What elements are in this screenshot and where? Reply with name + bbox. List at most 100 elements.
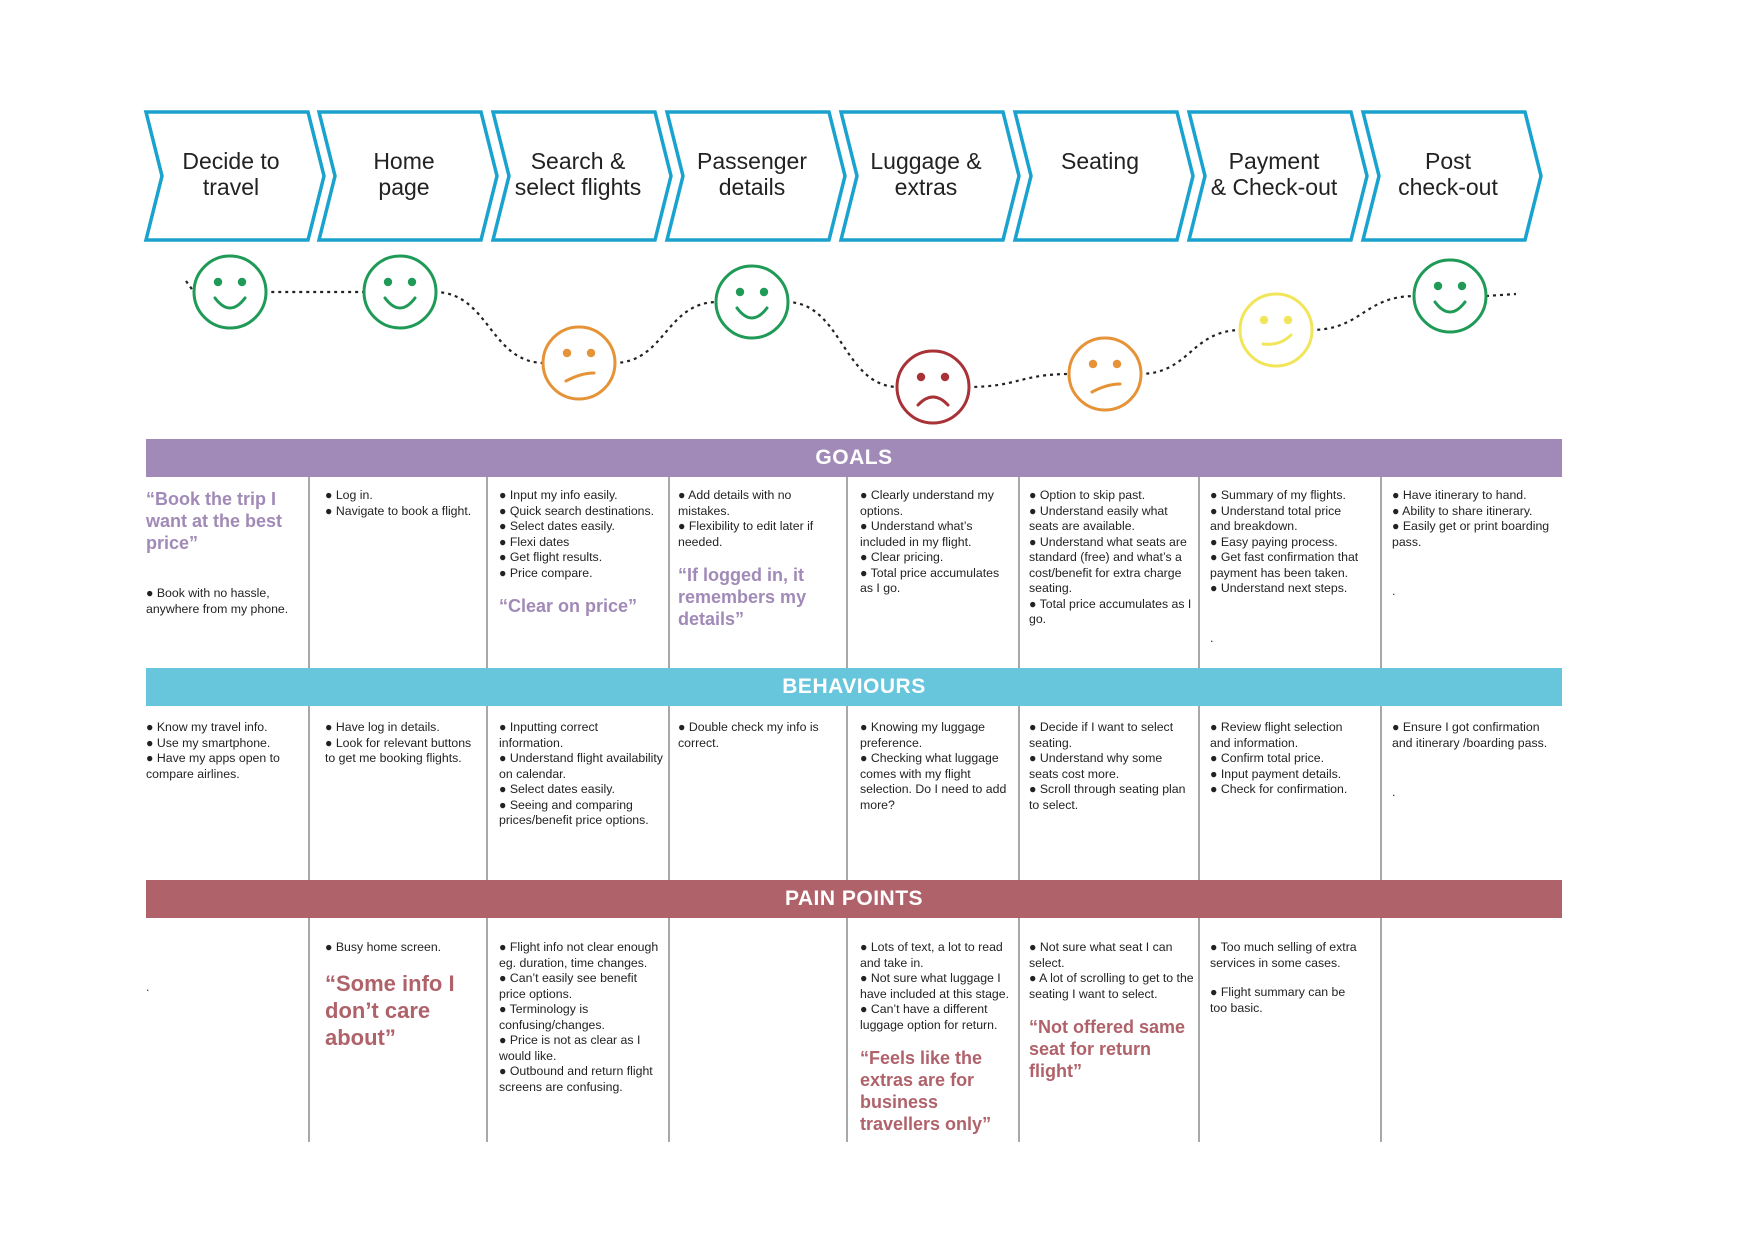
list-item: ● Summary of my flights. [1210,488,1346,502]
behaviours-cell: ● Ensure I got confirmation and itinerar… [1392,720,1552,801]
column-divider [1198,477,1200,668]
list-item: ● Understand total price and breakdown. [1210,503,1342,534]
behaviours-cell: ● Knowing my luggage preference.● Checki… [860,720,1015,813]
list-item: ● Understand next steps. [1210,581,1348,595]
stage-label: Post check-out [1398,148,1498,200]
behaviours-cell: ● Double check my info is correct. [678,720,828,751]
list-item: ● Navigate to book a flight. [325,503,472,518]
goals-band: GOALS [146,439,1562,477]
emotion-curve-line [185,280,1517,389]
note-dot: . [1210,630,1214,645]
stage-label: Home page [373,148,435,200]
list-item: ● Have log in details. [325,720,440,734]
stage-label: Passenger details [697,148,807,200]
list-item: ● Lots of text, a lot to read and take i… [860,940,1003,970]
stage-label: Luggage & extras [870,148,982,200]
behaviours-band: BEHAVIOURS [146,668,1562,706]
list-item: ● Clearly understand my options. [860,488,994,518]
column-divider [846,706,848,880]
persona-quote: “If logged in, it remembers my details” [678,565,807,629]
pain-points-cell: . [146,940,296,996]
list-item: ● Price compare. [499,565,593,580]
list-item: ● Have my apps open to compare airlines. [146,751,280,781]
stage-chevron [1186,110,1369,242]
emotion-face-happy-icon [1412,258,1488,334]
column-divider [1198,706,1200,880]
list-item: ● Understand what’s included in my fligh… [860,519,973,549]
persona-quote: “Clear on price” [499,596,638,616]
stage-chevron [490,110,673,242]
list-item: ● Scroll through seating plan to select. [1029,782,1186,812]
behaviours-cell: ● Know my travel info.● Use my smartphon… [146,720,296,782]
pain-points-cell: ● Busy home screen.“Some info I don’t ca… [325,940,477,1059]
list-item: ● Ability to share itinerary. [1392,503,1533,518]
list-item: ● Checking what luggage comes with my fl… [860,751,1007,812]
list-item: ● Clear pricing. [860,550,944,564]
column-divider [846,918,848,1142]
pain-points-cell: ● Lots of text, a lot to read and take i… [860,940,1015,1143]
column-divider [668,706,670,880]
list-item: ● Can’t have a different luggage option … [860,1002,998,1032]
goals-cell: ● Option to skip past.● Understand easil… [1029,488,1194,628]
emotion-curve [185,254,1517,425]
emotion-face-sad-icon [895,349,971,425]
goals-cell: ● Summary of my flights.● Understand tot… [1210,488,1365,646]
note-dot: . [1392,785,1396,799]
column-divider [668,477,670,668]
goals-cell: “Book the trip I want at the best price”… [146,488,296,617]
list-item: ● Get flight results. [499,550,603,564]
goals-cell: ● Clearly understand my options.● Unders… [860,488,1015,597]
stage-label: Seating [1060,148,1139,174]
column-divider [1018,918,1020,1142]
list-item: ● Book with no hassle, anywhere from my … [146,586,289,616]
list-item: ● Understand easily what seats are avail… [1029,503,1168,534]
stage-chevron [664,110,847,242]
column-divider [308,918,310,1142]
column-divider [1380,706,1382,880]
note-dot: . [146,980,150,994]
column-divider [1380,477,1382,668]
list-item: ● Option to skip past. [1029,488,1146,502]
behaviours-cell: ● Decide if I want to select seating.● U… [1029,720,1194,813]
emotion-face-happy-icon [714,264,790,340]
list-item: ● Ensure I got confirmation and itinerar… [1392,720,1548,750]
behaviours-cell: ● Have log in details.● Look for relevan… [325,720,477,767]
list-item: ● Confirm total price. [1210,751,1325,765]
goals-cell: ● Input my info easily.● Quick search de… [499,488,664,625]
list-item: ● Knowing my luggage preference. [860,720,986,750]
persona-quote: “Not offered same seat for return flight… [1029,1017,1186,1081]
stage-label: Payment & Check-out [1210,148,1338,200]
goals-cell: ● Have itinerary to hand.● Ability to sh… [1392,488,1552,600]
column-divider [486,918,488,1142]
emotion-face-happy-icon [192,254,268,330]
list-item: ● Understand what seats are standard (fr… [1029,534,1187,596]
list-item: ● Not sure what seat I can select. [1029,940,1173,970]
pain-points-cell: ● Not sure what seat I can select.● A lo… [1029,940,1194,1090]
column-divider [486,477,488,668]
pain-points-cell: ● Too much selling of extra services in … [1210,940,1365,1016]
list-item: ● Decide if I want to select seating. [1029,720,1174,750]
list-item: ● Understand why some seats cost more. [1029,751,1163,781]
list-item: ● Select dates easily. [499,782,615,796]
list-item: ● Can’t easily see benefit price options… [499,971,637,1001]
stage-chevron [143,110,326,242]
list-item: ● Price is not as clear as I would like. [499,1033,641,1063]
persona-quote: “Some info I don’t care about” [325,970,455,1050]
list-item: ● Have itinerary to hand. [1392,488,1527,502]
stage-chevron [1360,110,1543,242]
list-item: ● Understand flight availability on cale… [499,751,663,781]
list-item: ● Check for confirmation. [1210,782,1348,796]
list-item: ● A lot of scrolling to get to the seati… [1029,971,1194,1001]
emotion-face-unsatisfied-icon [541,325,617,401]
list-item: ● Add details with no mistakes. [678,488,792,518]
column-divider [1018,477,1020,668]
list-item: ● Select dates easily. [499,519,615,533]
behaviours-cell: ● Inputting correct information.● Unders… [499,720,664,829]
list-item: ● Flight summary can be too basic. [1210,985,1346,1015]
column-divider [1198,918,1200,1142]
list-item: ● Input payment details. [1210,766,1342,781]
column-divider [308,706,310,880]
stage-chevrons [143,110,1543,242]
list-item: ● Total price accumulates as I go. [860,565,1000,596]
list-item: ● Look for relevant buttons to get me bo… [325,735,472,766]
